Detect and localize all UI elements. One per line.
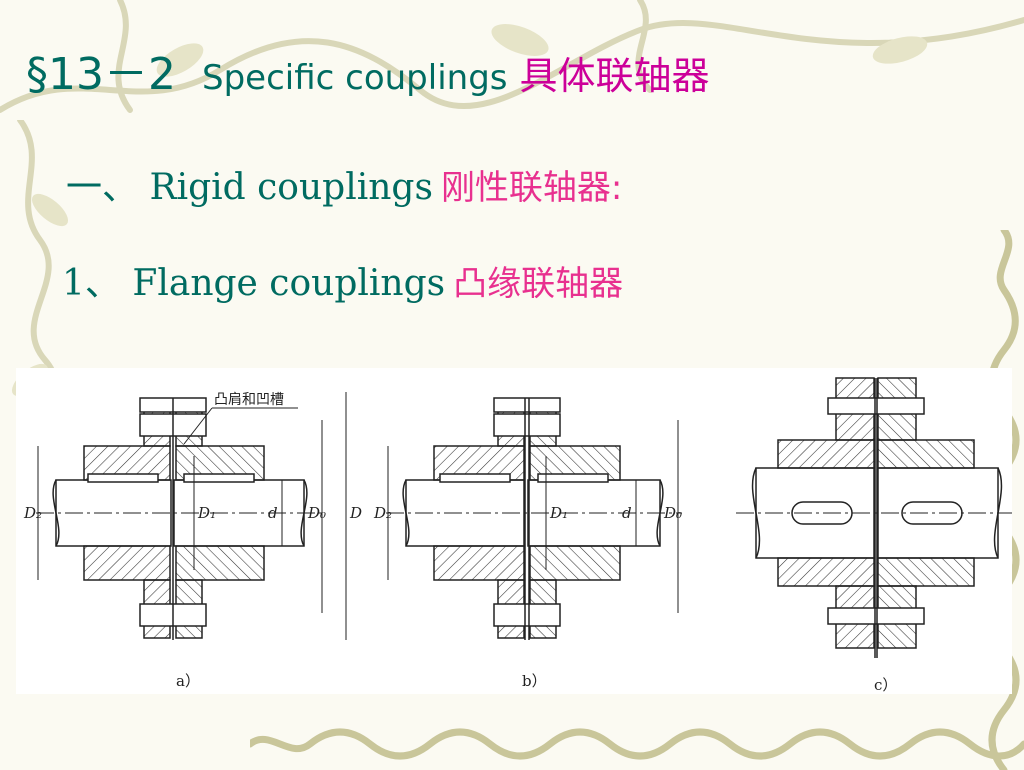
drawing-a (36, 392, 347, 640)
dim-b-d0: D₀ (663, 504, 682, 522)
page-title: §13－2 Specific couplings 具体联轴器 (26, 38, 710, 102)
heading2-prefix: 1、 (62, 263, 121, 304)
dim-a-d1: D₁ (197, 504, 216, 522)
heading1-english: Rigid couplings (149, 167, 433, 208)
coupling-drawing: 凸肩和凹槽 D₂ D₁ d D₀ D a） D₂ D₁ d D₀ b） (16, 368, 1012, 694)
vine-decoration-bottom (250, 728, 1024, 760)
dim-b-d2: D₂ (373, 504, 392, 522)
figure-label-b: b） (522, 672, 547, 690)
figure-label-c: c） (874, 676, 897, 694)
dim-a-d2: D₂ (23, 504, 42, 522)
annotation-shoulder-groove: 凸肩和凹槽 (214, 392, 284, 408)
dim-b-d: d (622, 504, 632, 522)
drawing-c (736, 377, 1012, 658)
section-number: §13－2 (26, 49, 176, 100)
dim-a-d-outer: D (349, 504, 362, 522)
heading2-chinese: 凸缘联轴器 (453, 264, 624, 304)
heading1-prefix: 一、 (66, 167, 139, 208)
figure-label-a: a） (176, 672, 200, 690)
heading1-chinese: 刚性联轴器: (440, 168, 623, 208)
dim-a-d0: D₀ (307, 504, 326, 522)
dim-a-d: d (268, 504, 278, 522)
title-english: Specific couplings (201, 58, 508, 98)
vine-decoration-top (0, 0, 1024, 113)
heading2-english: Flange couplings (132, 263, 446, 304)
drawing-b (386, 397, 682, 640)
dim-b-d1: D₁ (549, 504, 568, 522)
coupling-drawing-svg: 凸肩和凹槽 D₂ D₁ d D₀ D a） D₂ D₁ d D₀ b） (23, 377, 1012, 694)
title-chinese: 具体联轴器 (519, 54, 710, 98)
